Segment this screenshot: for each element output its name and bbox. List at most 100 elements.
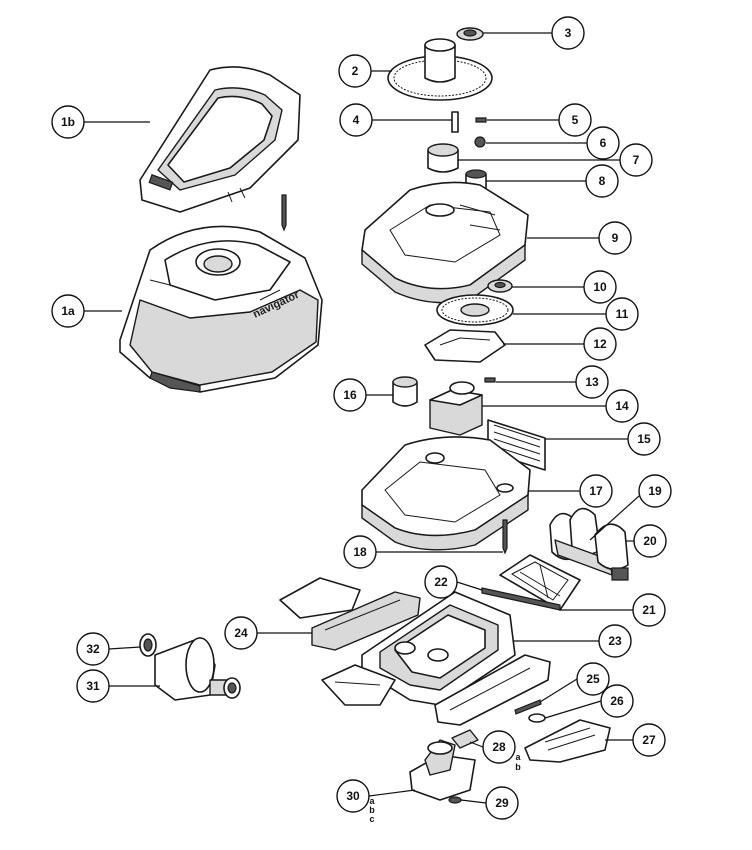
callout-4: 4 [339,103,373,137]
callout-12: 12 [583,327,617,361]
callout-17: 17 [579,474,613,508]
sub-label-30a: a [369,796,375,806]
part-19-wheel-assembly [549,507,613,576]
callout-3: 3 [551,16,585,50]
svg-text:4: 4 [353,113,360,127]
part-20-wheel [594,523,629,581]
cover-screw [281,194,287,232]
svg-text:19: 19 [648,484,662,498]
svg-text:16: 16 [343,388,357,402]
svg-text:6: 6 [600,136,607,150]
callout-6: 6 [586,126,620,160]
part-29-nut [448,796,462,804]
callout-23: 23 [598,624,632,658]
part-12-bracket [424,329,506,363]
callout-20: 20 [633,524,667,558]
callout-25: 25 [576,662,610,696]
part-17-lower-chassis [361,436,531,551]
part-24-side-pod [279,577,421,651]
callout-21: 21 [632,593,666,627]
callout-14: 14 [605,389,639,423]
callout-27: 27 [632,723,666,757]
svg-text:11: 11 [616,307,629,321]
part-9-top-deck [361,181,529,304]
part-4-pin [451,111,459,133]
svg-text:32: 32 [86,642,100,656]
part-27-end-cap [524,719,611,763]
svg-text:1a: 1a [61,304,75,318]
svg-text:13: 13 [585,375,599,389]
svg-text:9: 9 [612,231,619,245]
svg-text:30: 30 [346,789,360,803]
part-3-pinion [456,27,484,41]
callout-5: 5 [558,103,592,137]
callout-18: 18 [343,535,377,569]
svg-text:18: 18 [353,545,367,559]
svg-text:5: 5 [572,113,579,127]
svg-text:25: 25 [586,672,600,686]
leader-lines [84,32,640,804]
svg-text:21: 21 [642,603,656,617]
callout-32: 32 [76,632,110,666]
part-16-roller [392,376,418,407]
part-5-screw [475,117,487,123]
svg-text:31: 31 [86,679,100,693]
right-side-pod [434,654,551,726]
sub-label-30b: b [369,805,375,815]
part-28-clip [451,729,479,749]
part-7-bushing [427,143,459,173]
callout-29: 29 [485,786,519,820]
callout-1a: 1a [51,294,85,328]
svg-text:29: 29 [495,796,509,810]
callout-13: 13 [575,365,609,399]
part-10-small-gear [487,279,513,293]
callout-2: 2 [338,54,372,88]
callout-24: 24 [224,616,258,650]
svg-text:3: 3 [565,26,572,40]
part-13-screw [484,377,496,383]
part-31-swivel-assembly [154,637,241,701]
sub-label-30c: c [369,814,374,824]
part-14-motor [429,381,483,436]
callout-9: 9 [598,221,632,255]
svg-text:2: 2 [352,64,359,78]
sub-label-28a: a [515,752,521,762]
svg-text:8: 8 [599,174,606,188]
part-2-gear [387,38,493,101]
part-32-ring [139,633,157,657]
callout-22: 22 [424,565,458,599]
part-21-frame [499,554,581,611]
svg-text:22: 22 [434,575,448,589]
callout-10: 10 [583,270,617,304]
part-26-washer [528,713,546,723]
part-25-screw [514,699,542,715]
svg-text:14: 14 [615,399,629,413]
callout-30: 30 [336,779,370,813]
callout-7: 7 [619,143,653,177]
part-6-nut [474,136,486,148]
callout-1b: 1b [51,105,85,139]
svg-text:12: 12 [593,337,607,351]
svg-text:26: 26 [610,694,624,708]
callout-15: 15 [627,422,661,456]
svg-text:20: 20 [643,534,657,548]
svg-text:1b: 1b [61,115,75,129]
callout-26: 26 [600,684,634,718]
svg-text:28: 28 [492,740,506,754]
callout-16: 16 [333,378,367,412]
callout-31: 31 [76,669,110,703]
svg-text:7: 7 [633,153,640,167]
svg-text:17: 17 [589,484,603,498]
part-11-large-gear [436,294,514,326]
part-1a-housing: navigator [119,225,323,393]
part-1b-top-cover [139,66,301,213]
sub-label-28b: b [515,762,521,772]
svg-text:23: 23 [608,634,622,648]
svg-text:10: 10 [593,280,607,294]
callout-19: 19 [638,474,672,508]
svg-text:15: 15 [637,432,651,446]
svg-text:24: 24 [234,626,248,640]
part-23-body-frame [361,591,516,706]
